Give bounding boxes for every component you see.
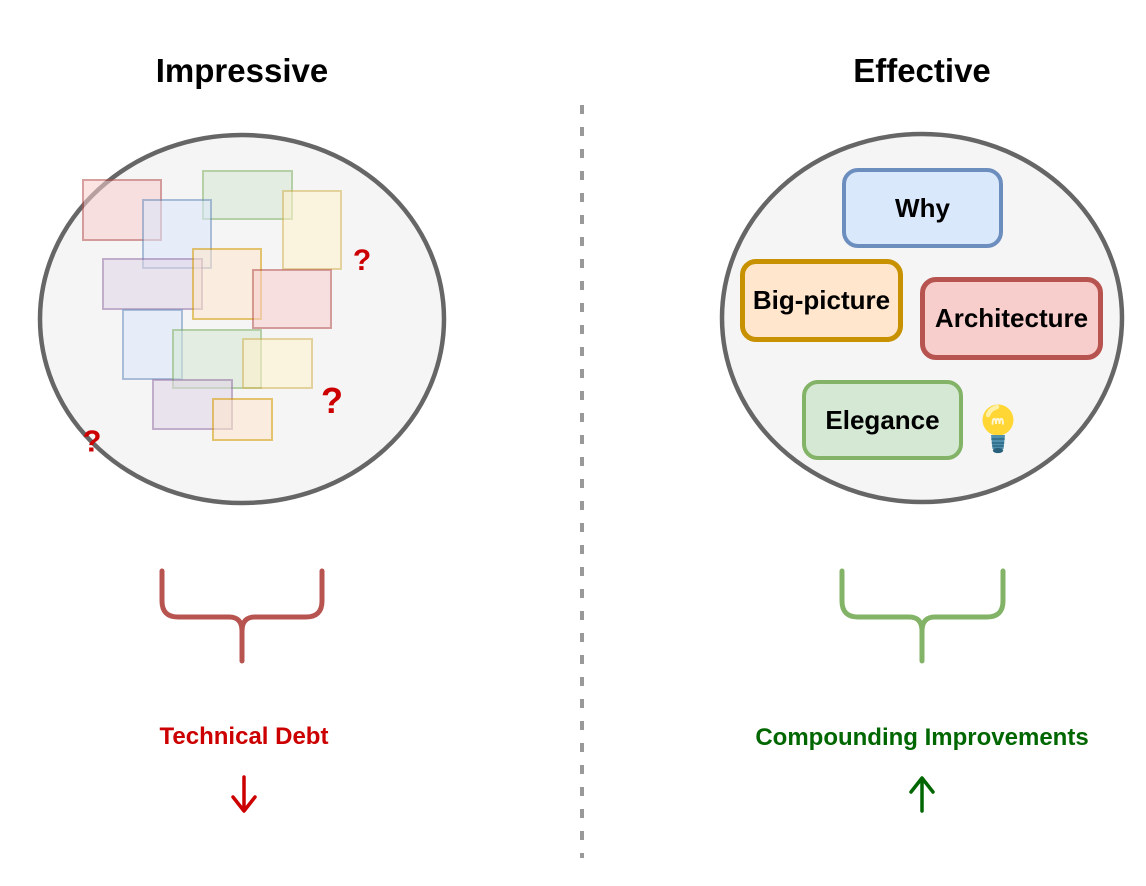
messy-rect [202,170,293,220]
messy-rect [192,248,262,320]
messy-rect [242,338,313,389]
concept-box-elegance: Elegance [802,380,963,460]
up-arrow-icon [909,776,935,813]
right-brace [839,568,1006,664]
left-brace [159,568,325,664]
concept-box-big-picture: Big-picture [740,259,903,342]
right-caption: Compounding Improvements [755,724,1089,751]
question-mark: ? [321,380,343,421]
down-arrow-icon [231,775,257,813]
lightbulb-icon [982,404,1014,454]
messy-rect [102,258,203,310]
left-caption: Technical Debt [159,723,329,750]
question-mark: ? [82,423,102,459]
concept-box-why: Why [842,168,1003,248]
concept-box-architecture: Architecture [920,277,1103,360]
messy-rect [252,269,332,329]
right-title: Effective [853,52,991,89]
messy-rect [212,398,273,441]
question-mark: ? [352,244,372,277]
left-title: Impressive [155,52,329,89]
messy-rect [282,190,342,270]
